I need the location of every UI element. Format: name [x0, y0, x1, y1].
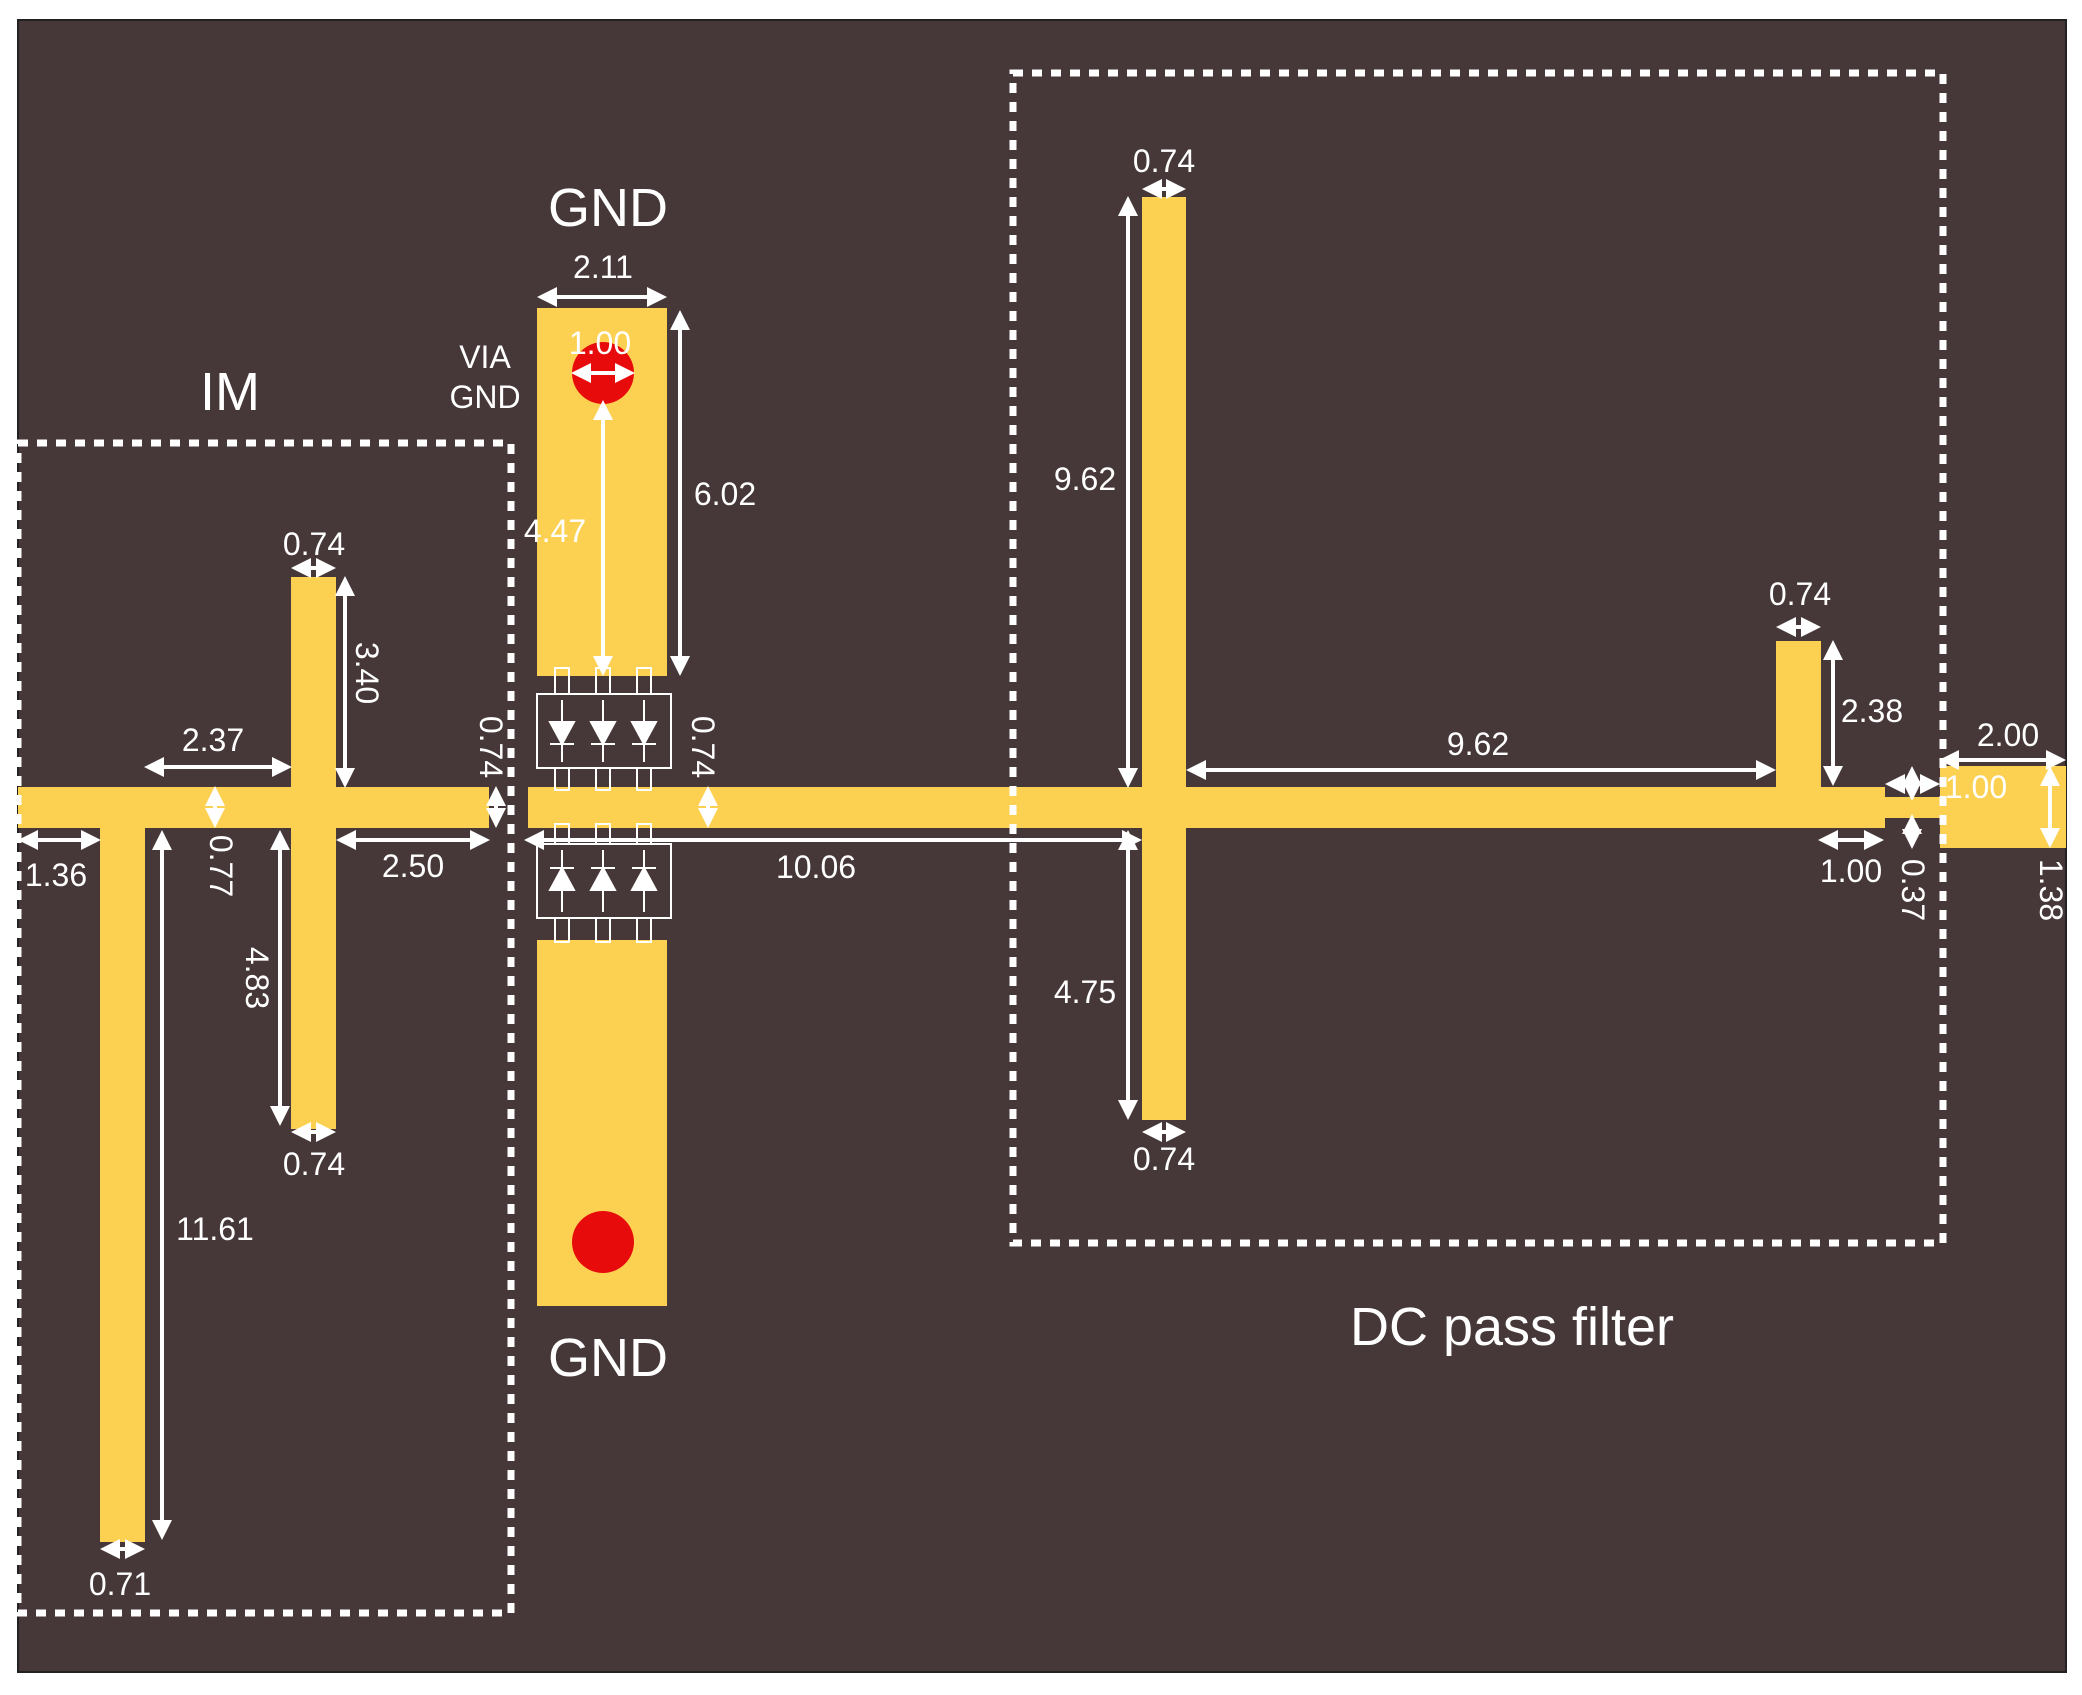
filter-vertical-stub: [1142, 197, 1186, 1120]
dim-filter-small-stub-length: 2.38: [1841, 693, 1903, 729]
labels: GND GND IM VIA GND DC pass filter: [200, 178, 1674, 1388]
im-long-stub: [100, 807, 145, 1542]
dim-filter-bottom-stub-length: 4.75: [1054, 974, 1116, 1010]
dim-im-left-offset: 1.36: [25, 857, 87, 893]
dim-gap-right: 0.74: [685, 716, 721, 778]
gnd-top-label: GND: [548, 178, 668, 238]
dimension-arrows: [18, 179, 2066, 1559]
dim-filter-top-stub-width: 0.74: [1133, 143, 1195, 179]
im-label: IM: [200, 362, 260, 422]
dim-filter-line-length: 9.62: [1447, 726, 1509, 762]
gnd-bottom-label: GND: [548, 1328, 668, 1388]
dim-im-stub-spacing: 2.37: [182, 722, 244, 758]
dim-im-top-stub-length: 3.40: [349, 642, 385, 704]
dim-via-to-diode: 4.47: [524, 513, 586, 549]
dim-output-line-length: 2.00: [1977, 717, 2039, 753]
dim-filter-small-stub-width: 0.74: [1769, 576, 1831, 612]
filter-small-stub: [1776, 641, 1821, 796]
via-bottom: [572, 1211, 634, 1273]
dim-output-step-width: 0.37: [1895, 859, 1931, 921]
dim-via-diameter: 1.00: [569, 325, 631, 361]
im-region-box: [14, 439, 515, 1617]
im-main-line: [18, 787, 489, 828]
dim-filter-top-stub-length: 9.62: [1054, 461, 1116, 497]
dim-im-right-segment: 2.50: [382, 848, 444, 884]
im-bottom-stub: [291, 807, 336, 1129]
dim-gnd-pad-length: 6.02: [694, 476, 756, 512]
dim-im-long-stub-width: 0.71: [89, 1566, 151, 1602]
dc-pass-filter-label: DC pass filter: [1350, 1297, 1674, 1357]
dim-output-step-length: 1.00: [1820, 853, 1882, 889]
dimension-values: 2.11 1.00 6.02 4.47 0.74 3.40 2.37 0.77 …: [25, 143, 2069, 1602]
diode-array-top: [536, 667, 672, 791]
dim-im-bottom-stub-length: 4.83: [239, 947, 275, 1009]
dim-output-line-width: 1.38: [2033, 859, 2069, 921]
dc-filter-region-box: [1009, 69, 1947, 1247]
output-step: [1885, 797, 1940, 818]
via-label-line1: VIA: [459, 339, 511, 375]
dim-gap-left: 0.74: [473, 716, 509, 778]
via-label-line2: GND: [449, 379, 520, 415]
im-top-stub: [291, 577, 336, 807]
dim-gnd-pad-width: 2.11: [573, 249, 633, 285]
dim-im-line-width: 0.77: [203, 835, 239, 897]
dim-diode-to-filter: 10.06: [776, 849, 856, 885]
dim-filter-bottom-stub-width: 0.74: [1133, 1141, 1195, 1177]
dim-im-bottom-stub-width: 0.74: [283, 1146, 345, 1182]
dim-im-top-stub-width: 0.74: [283, 526, 345, 562]
main-line: [528, 787, 1885, 828]
dim-im-long-stub-length: 11.61: [176, 1211, 254, 1247]
dim-output-narrow-width: 1.00: [1945, 769, 2007, 805]
